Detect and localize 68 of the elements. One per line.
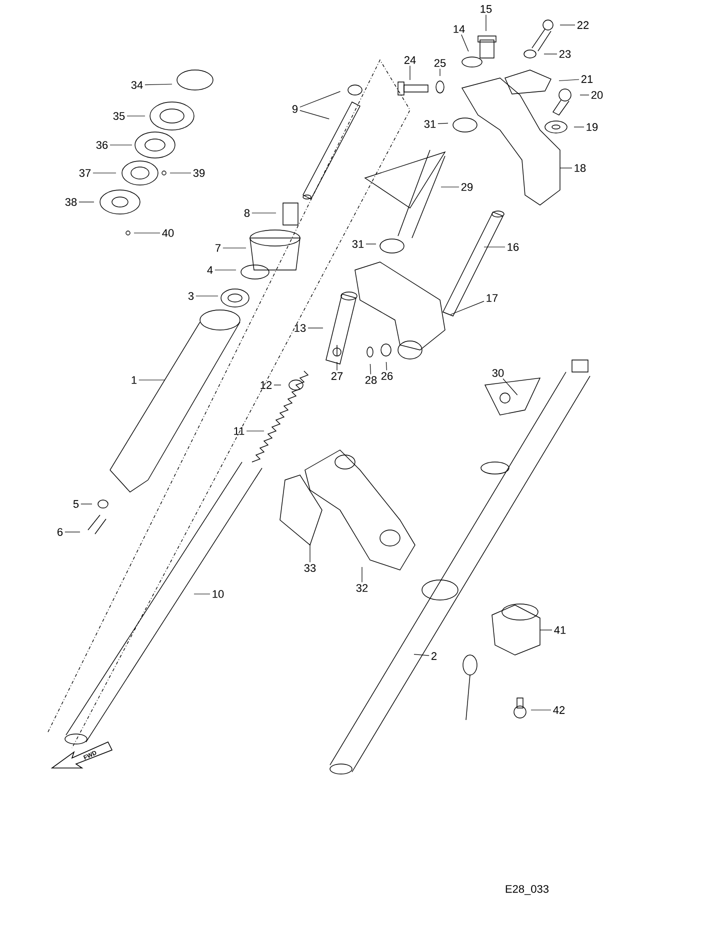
callout-number: 3 (188, 292, 194, 300)
callout-number: 25 (434, 59, 446, 67)
drawing-code: E28_033 (506, 885, 549, 895)
leader-line (386, 362, 387, 371)
callout-number: 14 (454, 25, 465, 33)
leader-line (336, 362, 338, 371)
callout-number: 16 (508, 243, 519, 251)
callout-number: 17 (486, 294, 498, 302)
callout-number: 6 (58, 528, 63, 536)
leader-line (252, 212, 276, 214)
callout-number: 38 (65, 198, 77, 206)
callout-number: 31 (352, 240, 364, 248)
callout-number: 33 (304, 564, 316, 572)
leader-line (574, 126, 584, 128)
callout-number: 32 (356, 584, 368, 592)
leader-line (484, 246, 506, 248)
callout-number: 31 (424, 120, 436, 128)
leader-line (300, 91, 341, 108)
callout-number: 42 (553, 706, 565, 714)
callout-number: 30 (492, 369, 504, 377)
callout-number: 15 (480, 5, 492, 13)
callout-number: 11 (234, 427, 244, 435)
callout-number: 39 (193, 169, 205, 177)
leader-line (450, 300, 484, 315)
callout-number: 34 (131, 81, 143, 89)
callout-number: 22 (577, 21, 589, 29)
callout-number: 27 (331, 372, 343, 380)
leader-line (560, 24, 576, 26)
callout-number: 1 (132, 376, 137, 384)
callout-number: 19 (586, 123, 598, 131)
callout-number: 35 (113, 112, 125, 120)
leader-line (170, 172, 192, 174)
callout-number: 12 (260, 381, 272, 389)
leader-line (110, 144, 132, 146)
callout-number: 20 (591, 91, 603, 99)
callout-number: 26 (381, 372, 393, 380)
callout-number: 4 (207, 266, 213, 274)
leader-line (300, 110, 330, 120)
callout-number: 21 (581, 75, 593, 83)
callout-number: 29 (461, 183, 473, 191)
callout-number: 13 (294, 324, 306, 332)
callout-number: 8 (244, 209, 250, 217)
leader-line (440, 186, 460, 188)
leader-line (580, 94, 590, 96)
callout-number: 37 (79, 169, 91, 177)
callout-number: 2 (431, 652, 436, 660)
callout-number: 18 (574, 164, 586, 172)
leader-line (438, 122, 448, 124)
callout-number: 28 (365, 376, 377, 384)
leader-line (144, 84, 172, 86)
callout-number: 10 (212, 590, 224, 598)
callout-number: 23 (559, 50, 571, 58)
leader-line (246, 430, 264, 432)
leader-line (92, 172, 116, 174)
callout-number: 24 (404, 56, 416, 64)
leader-line (558, 79, 580, 82)
leader-line (370, 364, 371, 375)
leader-line (414, 654, 430, 656)
leader-line (461, 34, 469, 52)
callout-number: 40 (162, 229, 174, 237)
leader-line (502, 378, 518, 396)
callout-number: 41 (554, 626, 566, 634)
leader-line (274, 384, 282, 386)
leader-line (134, 232, 160, 234)
callout-number: 5 (73, 500, 79, 508)
callout-number: 7 (216, 244, 220, 252)
callout-number: 9 (292, 105, 298, 113)
callout-number: 36 (96, 141, 108, 149)
